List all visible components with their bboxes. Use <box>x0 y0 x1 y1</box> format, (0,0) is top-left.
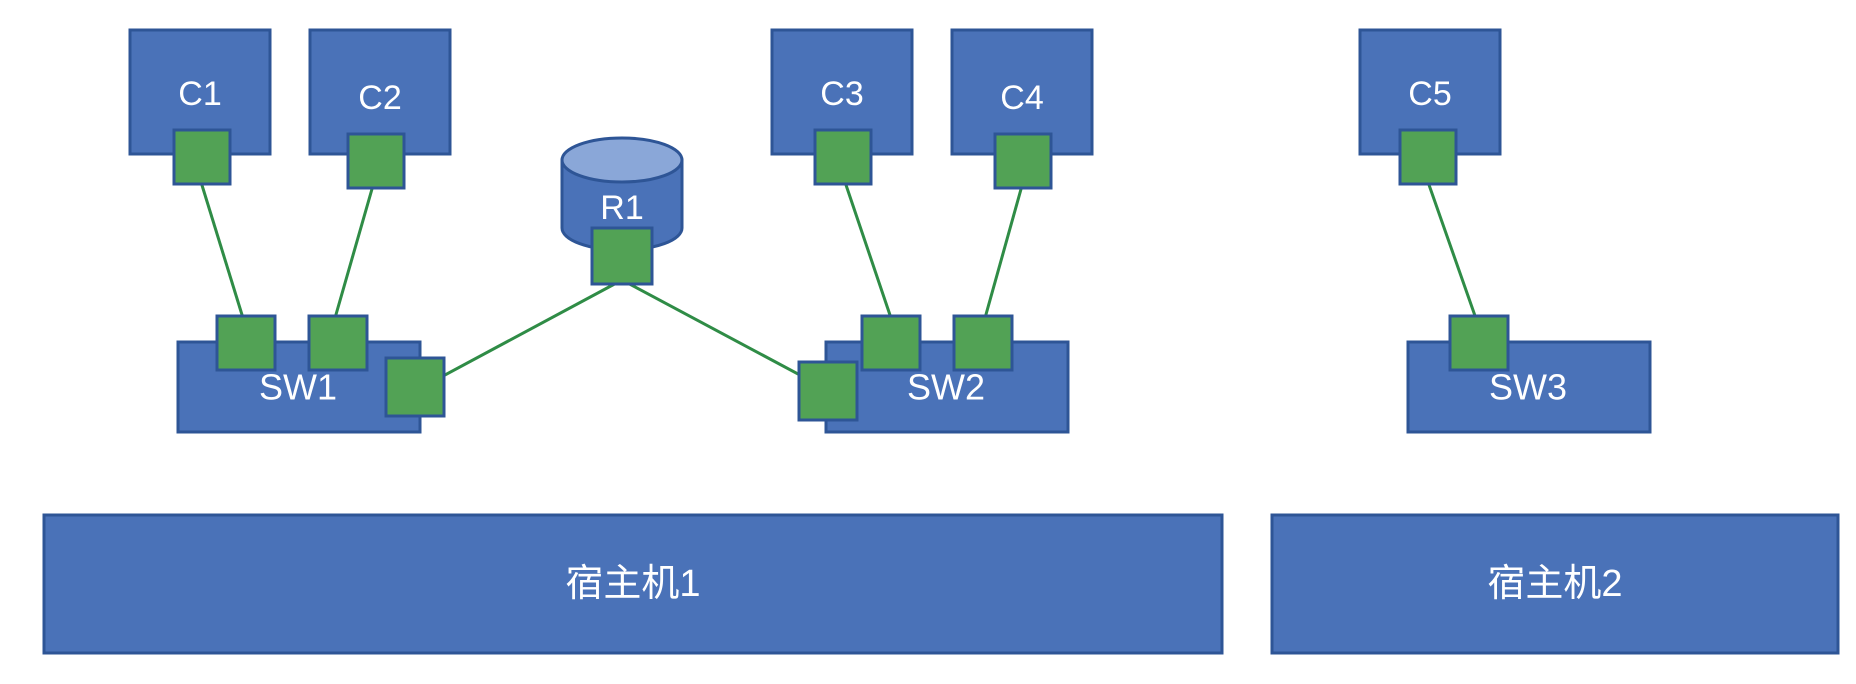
link-c2-sw1 <box>333 181 376 319</box>
node-c1[interactable]: C1 <box>128 28 272 186</box>
c1-port[interactable] <box>172 128 232 186</box>
sw3-port-a[interactable] <box>1448 314 1510 372</box>
link-r1-sw1 <box>416 278 623 392</box>
r1-cylinder-top <box>560 136 684 184</box>
sw3-box[interactable] <box>1406 340 1652 434</box>
sw1-port-b[interactable] <box>307 314 369 372</box>
host1-label: 宿主机1 <box>565 563 700 605</box>
link-c4-sw2 <box>983 181 1025 319</box>
sw2-label: SW2 <box>907 367 985 408</box>
node-c5[interactable]: C5 <box>1358 28 1502 186</box>
node-host1[interactable]: 宿主机1 <box>42 513 1224 655</box>
link-c5-sw3 <box>1426 181 1482 331</box>
c3-label: C3 <box>820 75 863 113</box>
sw1-port-c[interactable] <box>384 356 446 418</box>
node-c3[interactable]: C3 <box>770 28 914 186</box>
sw2-port-b[interactable] <box>952 314 1014 372</box>
c5-label: C5 <box>1408 75 1451 113</box>
sw1-label: SW1 <box>259 367 337 408</box>
link-c1-sw1 <box>199 181 245 319</box>
c2-port[interactable] <box>346 132 406 190</box>
sw1-port-a[interactable] <box>215 314 277 372</box>
host2-box[interactable] <box>1270 513 1840 655</box>
node-r1[interactable]: R1 <box>560 136 684 286</box>
link-layer <box>199 181 1482 392</box>
host1-box[interactable] <box>42 513 1224 655</box>
r1-label: R1 <box>600 189 643 227</box>
sw3-label: SW3 <box>1489 367 1567 408</box>
c4-port[interactable] <box>993 132 1053 190</box>
sw2-port-c[interactable] <box>797 360 859 422</box>
c5-port[interactable] <box>1398 128 1458 186</box>
node-sw3[interactable]: SW3 <box>1406 314 1652 434</box>
node-host2[interactable]: 宿主机2 <box>1270 513 1840 655</box>
c1-label: C1 <box>178 75 221 113</box>
c3-port[interactable] <box>813 128 873 186</box>
sw2-port-a[interactable] <box>860 314 922 372</box>
host2-label: 宿主机2 <box>1487 563 1622 605</box>
node-c2[interactable]: C2 <box>308 28 452 190</box>
link-c3-sw2 <box>843 181 893 319</box>
r1-port[interactable] <box>590 226 654 286</box>
link-r1-sw2 <box>621 278 829 392</box>
node-c4[interactable]: C4 <box>950 28 1094 190</box>
c4-label: C4 <box>1000 79 1043 117</box>
c2-label: C2 <box>358 79 401 117</box>
node-sw1[interactable]: SW1 <box>176 314 446 434</box>
node-sw2[interactable]: SW2 <box>797 314 1070 434</box>
